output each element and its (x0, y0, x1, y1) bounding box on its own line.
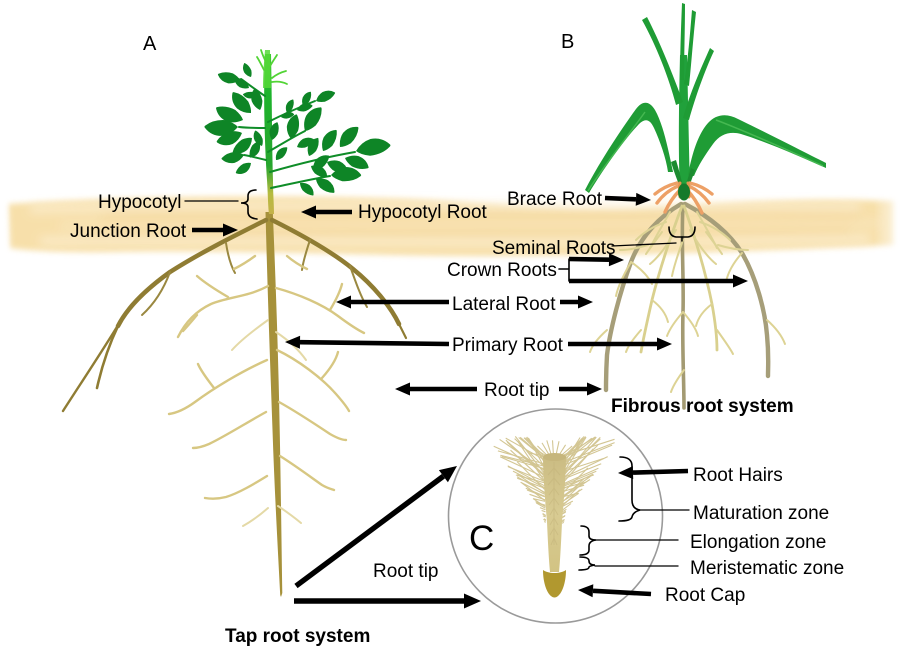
svg-text:Root Cap: Root Cap (665, 585, 745, 606)
svg-text:Tap root system: Tap root system (225, 626, 370, 647)
svg-text:Elongation zone: Elongation zone (690, 532, 826, 553)
svg-text:Hypocotyl Root: Hypocotyl Root (358, 202, 488, 223)
svg-text:A: A (143, 33, 157, 55)
svg-text:Maturation zone: Maturation zone (693, 503, 829, 524)
svg-text:Primary Root: Primary Root (452, 335, 564, 356)
svg-text:Hypocotyl: Hypocotyl (98, 192, 181, 213)
svg-text:B: B (561, 31, 574, 53)
svg-text:Brace Root: Brace Root (507, 189, 603, 210)
svg-text:Root tip: Root tip (373, 561, 438, 582)
svg-text:Meristematic zone: Meristematic zone (690, 558, 844, 579)
svg-text:Seminal Roots: Seminal Roots (492, 238, 616, 259)
svg-text:Crown Roots: Crown Roots (447, 260, 557, 281)
svg-text:Fibrous root system: Fibrous root system (611, 396, 794, 417)
svg-text:C: C (469, 519, 494, 558)
svg-text:Junction Root: Junction Root (70, 221, 187, 242)
svg-text:Root tip: Root tip (484, 380, 549, 401)
svg-text:Root Hairs: Root Hairs (693, 465, 783, 486)
svg-text:Lateral Root: Lateral Root (452, 294, 556, 315)
